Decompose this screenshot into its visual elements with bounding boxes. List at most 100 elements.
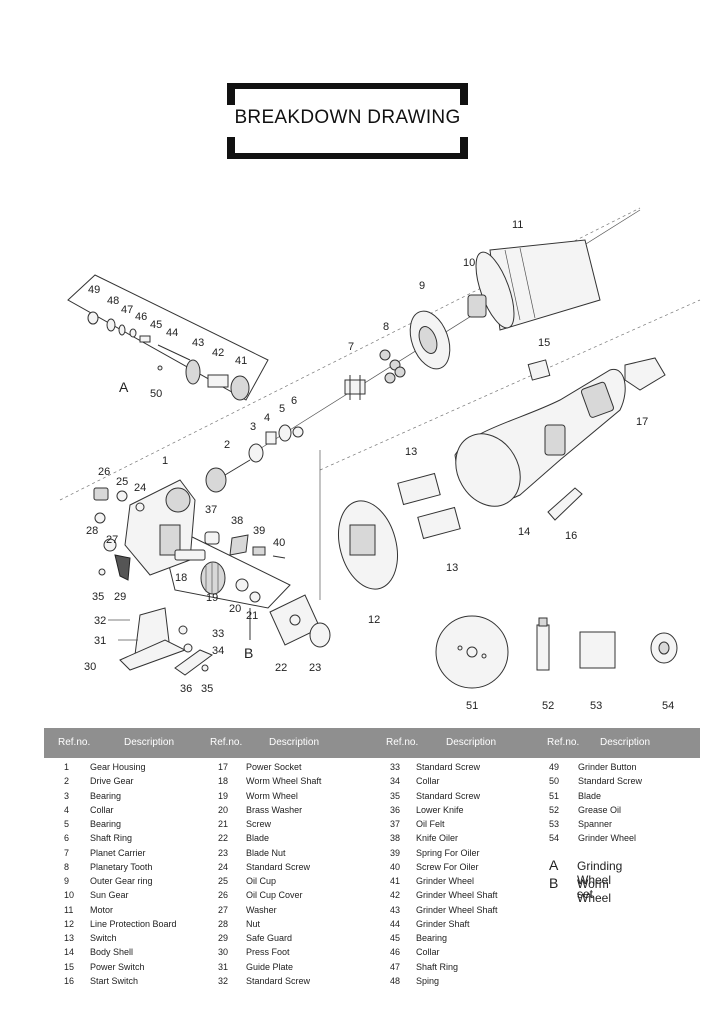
callout-44: 44 bbox=[166, 327, 178, 339]
blade-nut-part bbox=[309, 622, 331, 648]
callout-49: 49 bbox=[88, 284, 100, 296]
ref-number: 44 bbox=[390, 918, 401, 929]
part-description: Press Foot bbox=[246, 947, 290, 958]
part-description: Safe Guard bbox=[246, 933, 293, 943]
callout-6: 6 bbox=[291, 395, 297, 407]
ref-number: 8 bbox=[64, 861, 70, 872]
grinding-wheel-set-parts bbox=[87, 311, 250, 401]
callout-48: 48 bbox=[107, 295, 119, 307]
callout-42: 42 bbox=[212, 347, 224, 359]
part-description: Oil Felt bbox=[416, 819, 445, 829]
ref-number: 34 bbox=[390, 776, 401, 787]
part-description: Shaft Ring bbox=[416, 961, 459, 972]
part-description: Guide Plate bbox=[246, 961, 294, 972]
callout-25: 25 bbox=[116, 476, 128, 488]
ref-number: 43 bbox=[390, 904, 401, 915]
group-b-label: B bbox=[244, 645, 253, 661]
oil-felt-part bbox=[204, 531, 220, 545]
gear-housing-part bbox=[124, 479, 196, 576]
bearing-5-part bbox=[278, 424, 292, 442]
part-description: Grease Oil bbox=[578, 804, 622, 815]
table-row: 43 Grinder Wheel Shaft bbox=[390, 905, 540, 919]
ref-number: 53 bbox=[549, 819, 560, 829]
part-description: Gear Housing bbox=[90, 762, 146, 772]
power-socket-part bbox=[624, 357, 666, 391]
ref-number: 50 bbox=[549, 776, 560, 787]
power-switch-part bbox=[527, 359, 551, 381]
callout-21: 21 bbox=[246, 610, 258, 622]
part-description: Worm Wheel Shaft bbox=[246, 776, 322, 787]
part-description: Grinder Wheel Shaft bbox=[416, 904, 498, 915]
ref-number: 25 bbox=[218, 876, 229, 886]
part-description: Switch bbox=[90, 933, 117, 943]
ref-number: 48 bbox=[390, 975, 401, 986]
callout-43: 43 bbox=[192, 337, 204, 349]
callout-12: 12 bbox=[368, 614, 380, 626]
collar-4-part bbox=[265, 431, 277, 445]
legend-b-value: Worm Wheel bbox=[577, 877, 612, 905]
callout-29: 29 bbox=[114, 591, 126, 603]
ref-number: 45 bbox=[390, 933, 401, 943]
part-description: Brass Washer bbox=[246, 804, 303, 815]
lower-knife-part bbox=[174, 649, 214, 676]
screw-24-part bbox=[135, 502, 145, 512]
part-description: Screw For Oiler bbox=[416, 861, 479, 872]
ref-number: 47 bbox=[390, 961, 401, 972]
part-description: Sun Gear bbox=[90, 890, 129, 901]
ref-number: 46 bbox=[390, 947, 401, 958]
part-description: Sping bbox=[416, 975, 440, 986]
part-description: Grinder Wheel bbox=[416, 876, 475, 886]
collar-34-part bbox=[183, 643, 193, 653]
part-description: Spanner bbox=[578, 819, 613, 829]
header-desc-2: Description bbox=[269, 737, 320, 748]
ref-number: 42 bbox=[390, 890, 401, 901]
ref-number: 17 bbox=[218, 762, 229, 772]
part-description: Blade Nut bbox=[246, 847, 286, 858]
part-description: Screw bbox=[246, 819, 272, 829]
line-protection-board-part bbox=[338, 500, 398, 590]
callout-46: 46 bbox=[135, 311, 147, 323]
oil-cup-cover-part bbox=[93, 487, 109, 501]
ref-number: 28 bbox=[218, 918, 229, 929]
ref-number: 18 bbox=[218, 776, 229, 787]
table-row: 42 Grinder Wheel Shaft bbox=[390, 890, 540, 904]
callout-11: 11 bbox=[512, 219, 523, 231]
part-description: Body Shell bbox=[90, 947, 134, 958]
part-description: Bearing bbox=[416, 933, 448, 943]
outer-gear-ring-part bbox=[409, 310, 451, 370]
nut-28-part bbox=[94, 512, 106, 524]
part-description: Planet Carrier bbox=[90, 847, 146, 858]
part-description: Nut bbox=[246, 918, 261, 929]
screw-35b-part bbox=[201, 664, 209, 672]
oiler-screw-part bbox=[272, 555, 286, 559]
ref-number: 27 bbox=[218, 904, 229, 915]
part-description: Grinder Wheel bbox=[578, 833, 637, 844]
ref-number: 6 bbox=[64, 833, 70, 844]
part-description: Collar bbox=[416, 947, 440, 958]
bearing-3-part bbox=[248, 443, 264, 463]
part-description: Bearing bbox=[90, 790, 122, 801]
part-description: Power Switch bbox=[90, 961, 145, 972]
screw-21-part bbox=[249, 591, 261, 603]
part-description: Grinder Wheel Shaft bbox=[416, 890, 498, 901]
part-description: Motor bbox=[90, 904, 114, 915]
part-description: Blade bbox=[578, 790, 602, 801]
table-row: 48 Sping bbox=[390, 976, 540, 990]
